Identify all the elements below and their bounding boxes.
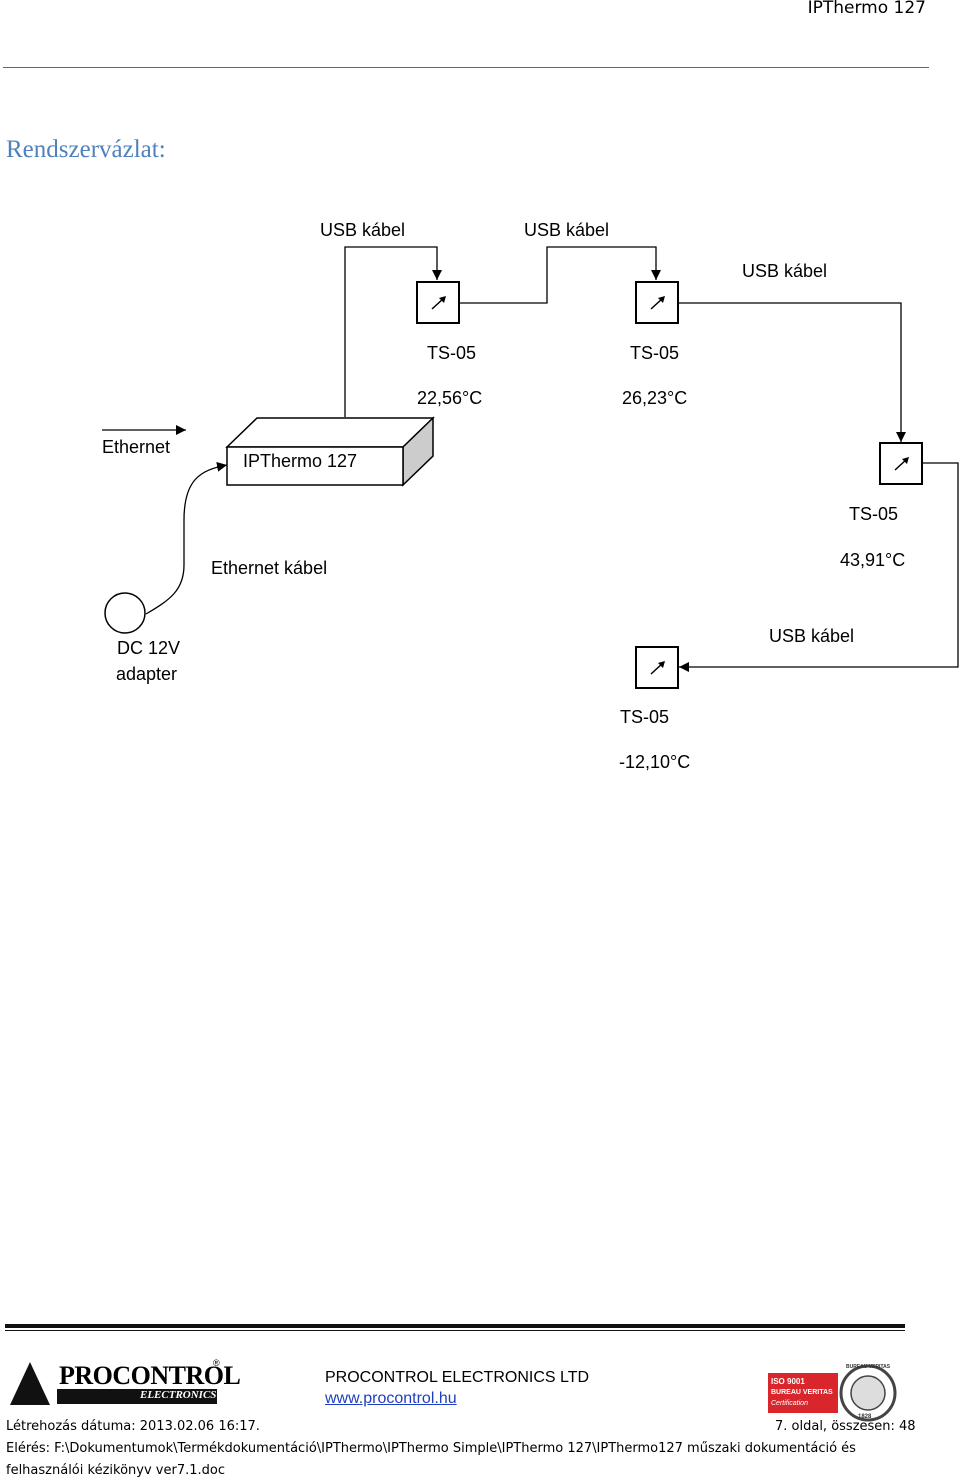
iso-cert-logo [768,1364,897,1422]
sensor-2-temp: 26,23°C [622,388,688,408]
sensor-icon-3 [879,442,923,485]
footer-divider [5,1324,905,1328]
website-link[interactable]: www.procontrol.hu [325,1390,457,1407]
usb-cable-label-3: USB kábel [742,261,828,281]
company-name: PROCONTROL ELECTRONICS LTD [325,1369,590,1386]
logo-main-text: PROCONTROL [59,1361,241,1390]
footer-divider-thin [5,1330,905,1331]
sensor-4-temp: -12,10°C [619,752,691,772]
usb-cable-label-1: USB kábel [320,220,406,240]
seal-year: 1828 [858,1414,872,1420]
usb-cable-label-4: USB kábel [769,626,855,646]
usb-cable-3 [679,302,906,442]
file-path-line-1: Elérés: F:\Dokumentumok\Termékdokumentác… [6,1441,856,1456]
adapter-label-line1: DC 12V [117,638,181,658]
sensor-2-name: TS-05 [630,343,680,363]
seal-text: BUREAU VERITAS [846,1364,891,1370]
sensor-icon-4 [635,646,679,689]
device-box [225,416,435,487]
usb-cable-4 [679,462,959,672]
sensor-3-name: TS-05 [849,504,899,524]
logo-sub-text: ELECTRONICS [140,1389,217,1401]
cert-line-3: Certification [771,1400,808,1407]
usb-cable-2 [460,246,661,304]
cert-line-1: ISO 9001 [771,1377,805,1386]
adapter-circle [104,592,146,634]
cert-line-2: BUREAU VERITAS [771,1389,833,1396]
file-path-line-2: felhasználói kézikönyv ver7.1.doc [6,1463,225,1478]
header-title: IPThermo 127 [807,0,926,18]
sensor-4-name: TS-05 [620,707,670,727]
sensor-icon-2 [635,281,679,324]
header-divider [3,67,929,68]
sensor-icon-1 [416,281,460,324]
power-cable [145,461,228,615]
device-label: IPThermo 127 [243,451,358,471]
section-title: Rendszervázlat: [6,136,166,163]
sensor-3-temp: 43,91°C [840,550,906,570]
sensor-1-temp: 22,56°C [417,388,483,408]
procontrol-logo [10,1362,217,1405]
created-date: Létrehozás dátuma: 2013.02.06 16:17. [6,1419,260,1434]
page-info: 7. oldal, összesen: 48 [775,1419,916,1434]
sensor-1-name: TS-05 [427,343,477,363]
usb-cable-1 [344,246,442,417]
ethernet-label: Ethernet [102,437,171,457]
ethernet-cable-label: Ethernet kábel [211,558,328,578]
logo-registered: ® [213,1358,220,1368]
usb-cable-label-2: USB kábel [524,220,610,240]
adapter-label-line2: adapter [116,664,178,684]
